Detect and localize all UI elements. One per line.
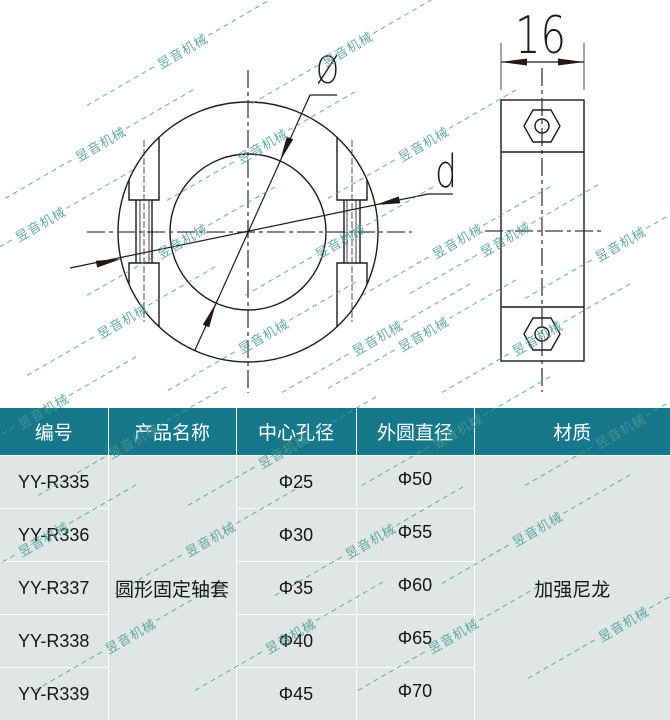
cell-code: YY-R339 [0, 668, 108, 720]
header-outer-diameter: 外圆直径 [356, 408, 474, 456]
arrowhead-icon [96, 259, 121, 268]
header-bore-diameter: 中心孔径 [236, 408, 356, 456]
cell-outer: Φ65 [356, 615, 474, 668]
outer-diameter-dimension: d [70, 145, 457, 268]
cell-product-name: 圆形固定轴套 [108, 456, 236, 720]
cell-outer: Φ55 [356, 509, 474, 562]
cell-bore: Φ35 [236, 562, 356, 615]
header-code: 编号 [0, 408, 108, 456]
table-row: YY-R335 圆形固定轴套 Φ25 Φ50 加强尼龙 [0, 456, 670, 509]
width-dimension-value: 16 [515, 6, 566, 66]
cell-bore: Φ25 [236, 456, 356, 509]
front-view: Ø d [70, 49, 457, 393]
side-view: 16 [485, 6, 602, 392]
cell-code: YY-R337 [0, 562, 108, 615]
bore-diameter-dimension: Ø [195, 49, 339, 350]
cell-bore: Φ45 [236, 668, 356, 720]
arrowhead-icon [203, 303, 216, 327]
technical-drawing: Ø d 16 [0, 0, 670, 408]
spec-table: 编号 产品名称 中心孔径 外圆直径 材质 YY-R335 圆形固定轴套 Φ25 … [0, 408, 670, 720]
cell-code: YY-R335 [0, 456, 108, 509]
cell-bore: Φ30 [236, 509, 356, 562]
cell-outer: Φ70 [356, 668, 474, 720]
cell-outer: Φ60 [356, 562, 474, 615]
arrowhead-icon [280, 137, 293, 161]
cell-bore: Φ40 [236, 615, 356, 668]
cell-material: 加强尼龙 [474, 456, 670, 720]
arrowhead-icon [375, 196, 400, 205]
cell-code: YY-R338 [0, 615, 108, 668]
header-material: 材质 [474, 408, 670, 456]
cell-outer: Φ50 [356, 456, 474, 509]
table-header-row: 编号 产品名称 中心孔径 外圆直径 材质 [0, 408, 670, 456]
header-product-name: 产品名称 [108, 408, 236, 456]
outer-diameter-label: d [435, 145, 457, 198]
bore-diameter-symbol: Ø [316, 49, 339, 92]
cell-code: YY-R336 [0, 509, 108, 562]
